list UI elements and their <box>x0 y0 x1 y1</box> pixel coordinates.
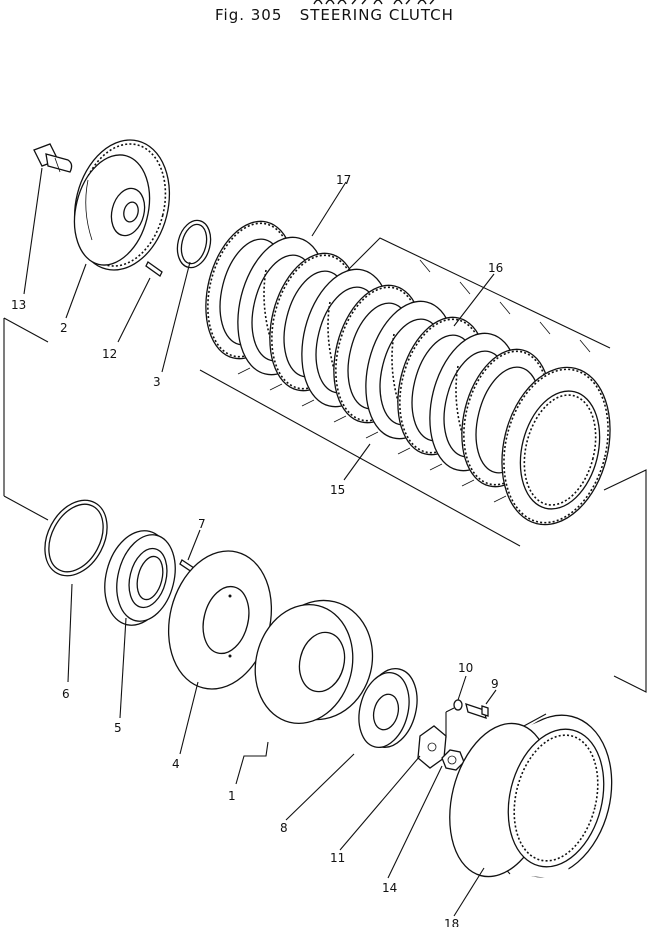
figure-title: Fig. 305 STEERING CLUTCH <box>215 6 454 24</box>
leader-lines <box>3 167 647 917</box>
figure-number: Fig. 305 <box>215 6 283 24</box>
clutch-plate-stack <box>199 220 611 547</box>
part-13-bolt <box>33 143 73 173</box>
callout-17: 17 <box>336 173 351 187</box>
callout-2: 2 <box>60 321 68 335</box>
callout-16: 16 <box>488 261 503 275</box>
part-12-pin <box>145 261 163 277</box>
callout-8: 8 <box>280 821 288 835</box>
callout-15: 15 <box>330 483 345 497</box>
callout-11: 11 <box>330 851 345 865</box>
part-10-washer <box>453 699 463 711</box>
callout-labels: 13 2 12 3 17 16 15 7 6 5 4 1 8 11 14 18 … <box>11 173 503 927</box>
part-6-seal-ring <box>44 499 108 577</box>
callout-14: 14 <box>382 881 397 895</box>
part-2-clutch-hub <box>73 139 171 271</box>
part-11-gasket <box>417 725 447 769</box>
part-5-piston <box>104 530 176 626</box>
callout-9: 9 <box>491 677 499 691</box>
callout-12: 12 <box>102 347 117 361</box>
part-18-outer-drum <box>449 713 613 880</box>
part-3-snap-ring <box>176 219 212 269</box>
callout-5: 5 <box>114 721 122 735</box>
clutch-plate-rear <box>501 366 611 526</box>
callout-7: 7 <box>198 517 206 531</box>
callout-1: 1 <box>228 789 236 803</box>
callout-3: 3 <box>153 375 161 389</box>
part-1-drum <box>254 599 374 725</box>
cut-off-header-text <box>313 0 435 5</box>
figure-header: Fig. 305 STEERING CLUTCH <box>0 0 650 30</box>
part-8-cap <box>358 668 418 748</box>
callout-4: 4 <box>172 757 180 771</box>
callout-13: 13 <box>11 298 26 312</box>
figure-name: STEERING CLUTCH <box>299 6 454 24</box>
part-4-plate <box>167 550 273 690</box>
callout-18: 18 <box>444 917 459 927</box>
part-9-bolt <box>465 703 489 719</box>
callout-6: 6 <box>62 687 70 701</box>
callout-10: 10 <box>458 661 473 675</box>
